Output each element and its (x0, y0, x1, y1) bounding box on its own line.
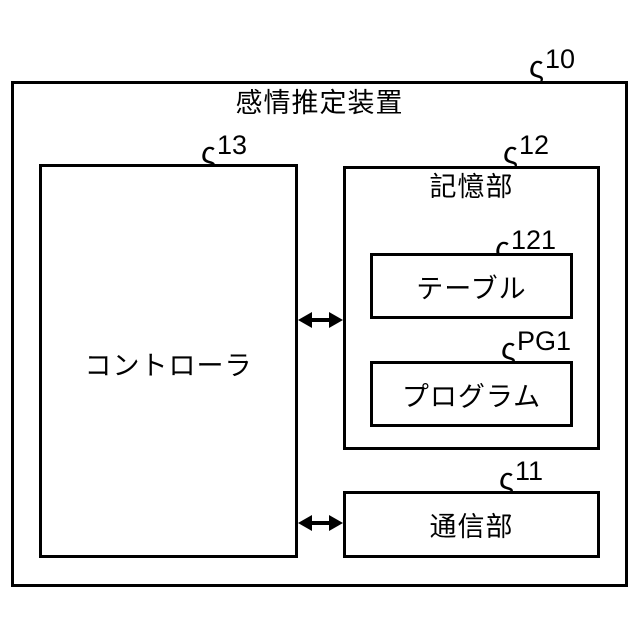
ref-label-storage: ς 12 (503, 130, 549, 168)
table-label: テーブル (416, 273, 527, 304)
ref-label-comm: ς 11 (499, 456, 543, 494)
ref-number-storage: 12 (518, 130, 549, 160)
leader-squiggle-icon: ς (499, 461, 514, 496)
leader-squiggle-icon: ς (503, 135, 518, 170)
ref-label-device: ς 10 (529, 44, 575, 82)
bidirectional-arrow-controller-storage (297, 307, 344, 333)
ref-number-controller: 13 (216, 130, 247, 160)
ref-number-table: 121 (510, 225, 557, 255)
ref-label-program: ς PG1 (501, 326, 571, 364)
ref-number-device: 10 (544, 44, 575, 74)
storage-label: 記憶部 (429, 172, 514, 202)
communication-label: 通信部 (429, 512, 514, 542)
ref-label-controller: ς 13 (201, 130, 247, 168)
communication-box: 通信部 (343, 491, 600, 558)
ref-label-table: ς 121 (495, 225, 557, 263)
bidirectional-arrow-controller-comm (297, 510, 344, 536)
program-box: プログラム (370, 361, 573, 427)
controller-label: コントローラ (84, 351, 253, 381)
leader-squiggle-icon: ς (501, 331, 516, 366)
program-label: プログラム (401, 381, 542, 412)
controller-box: コントローラ (39, 164, 298, 558)
table-box: テーブル (370, 253, 573, 319)
device-title: 感情推定装置 (235, 88, 404, 118)
ref-number-program: PG1 (516, 326, 571, 356)
leader-squiggle-icon: ς (201, 135, 216, 170)
leader-squiggle-icon: ς (529, 49, 544, 84)
ref-number-comm: 11 (514, 456, 543, 486)
